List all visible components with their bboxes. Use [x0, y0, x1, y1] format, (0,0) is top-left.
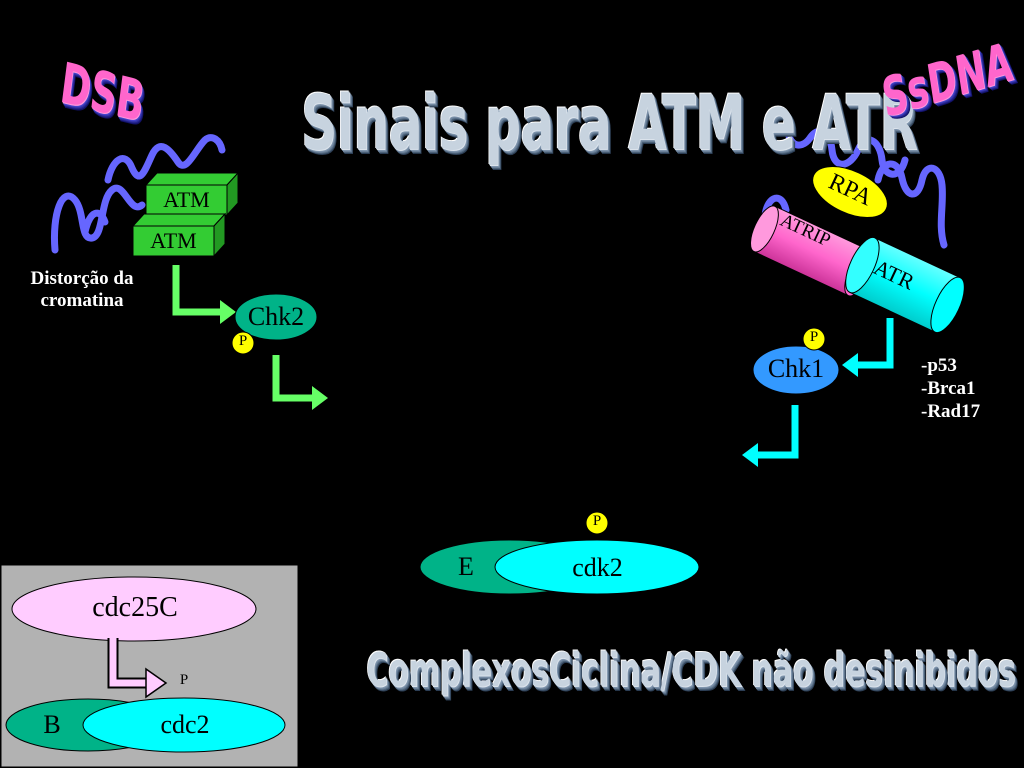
- chromatin-label: Distorção da cromatina: [2, 268, 162, 312]
- arrow-chk1-out: [742, 405, 799, 467]
- atm-top-label: ATM: [163, 187, 210, 212]
- cdk2-ellipse: [494, 539, 700, 595]
- rpa-ellipse: [812, 166, 888, 218]
- atr-cylinder: [845, 236, 965, 334]
- phospho-circle-cdk2: [585, 511, 609, 535]
- cdc2-ellipse: [82, 697, 286, 753]
- cyclin-b-label: B: [43, 710, 61, 739]
- phospho-circle-chk2: [231, 331, 255, 355]
- arrow-cdc25c-to-cdc2: [107, 638, 168, 699]
- chk2-label: Chk2: [247, 302, 305, 331]
- chromatin-line2: cromatina: [40, 290, 124, 311]
- cdc25c-label: cdc25C: [92, 592, 178, 623]
- target-item: -p53: [921, 355, 957, 376]
- phospho-label-cdc2: P: [179, 672, 189, 688]
- atm-box-bottom: [131, 212, 227, 258]
- arrow-atm-to-chk2: [172, 265, 236, 324]
- atm-box-top: [144, 171, 240, 217]
- cdk2-label: cdk2: [572, 553, 623, 582]
- cdc25c-ellipse: [11, 576, 257, 642]
- title: Sinais para ATM e ATR: [301, 78, 918, 167]
- chk1-ellipse: [752, 345, 840, 395]
- target-item: -Brca1: [921, 378, 976, 399]
- arrow-atr-to-chk1: [842, 318, 894, 377]
- target-item: -Rad17: [921, 401, 981, 422]
- dna-strand-left: [50, 134, 226, 254]
- subtitle: ComplexosCiclina/CDK não desinibidos: [366, 643, 1016, 697]
- cyclin-e-label: E: [458, 552, 474, 581]
- chk2-ellipse: [234, 293, 318, 341]
- cdc2-label: cdc2: [160, 710, 210, 739]
- arrow-chk2-out: [272, 355, 328, 410]
- chromatin-line1: Distorção da: [30, 268, 134, 289]
- atm-bottom-label: ATM: [150, 228, 197, 253]
- phospho-label-chk1: P: [809, 329, 819, 345]
- target-list: -p53 -Brca1 -Rad17: [921, 354, 1021, 423]
- phospho-label-chk2: P: [238, 333, 248, 349]
- chk1-label: Chk1: [767, 354, 825, 383]
- phospho-label-cdk2: P: [592, 513, 602, 529]
- phospho-circle-chk1: [802, 327, 826, 351]
